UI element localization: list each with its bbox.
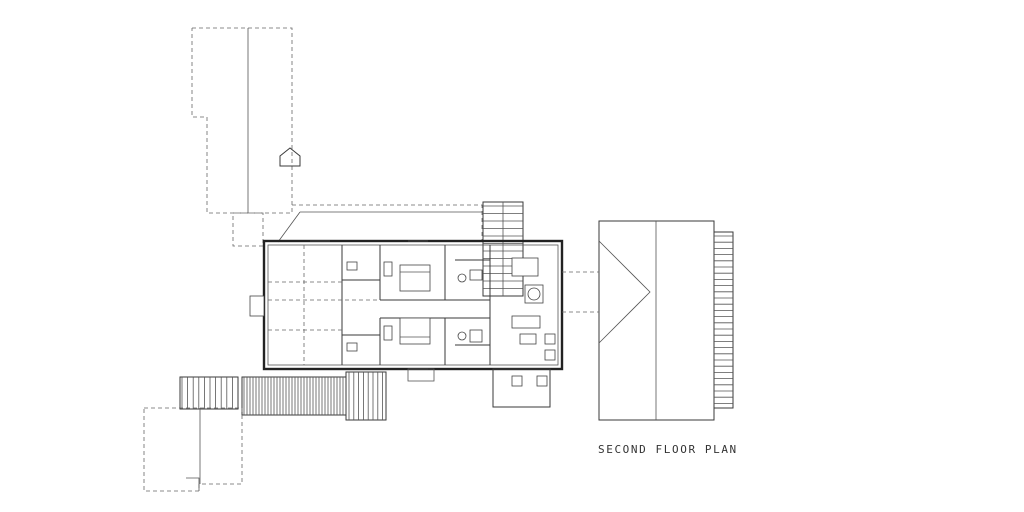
link-roof [277,204,483,243]
balcony [492,368,551,408]
main-floor-plan [249,239,564,382]
lower-left-building [143,407,243,492]
exterior-stair [482,201,524,297]
upper-left-building [191,27,301,247]
walkway [179,371,387,421]
plan-title: SECOND FLOOR PLAN [598,443,738,456]
right-wing-building [562,220,734,421]
